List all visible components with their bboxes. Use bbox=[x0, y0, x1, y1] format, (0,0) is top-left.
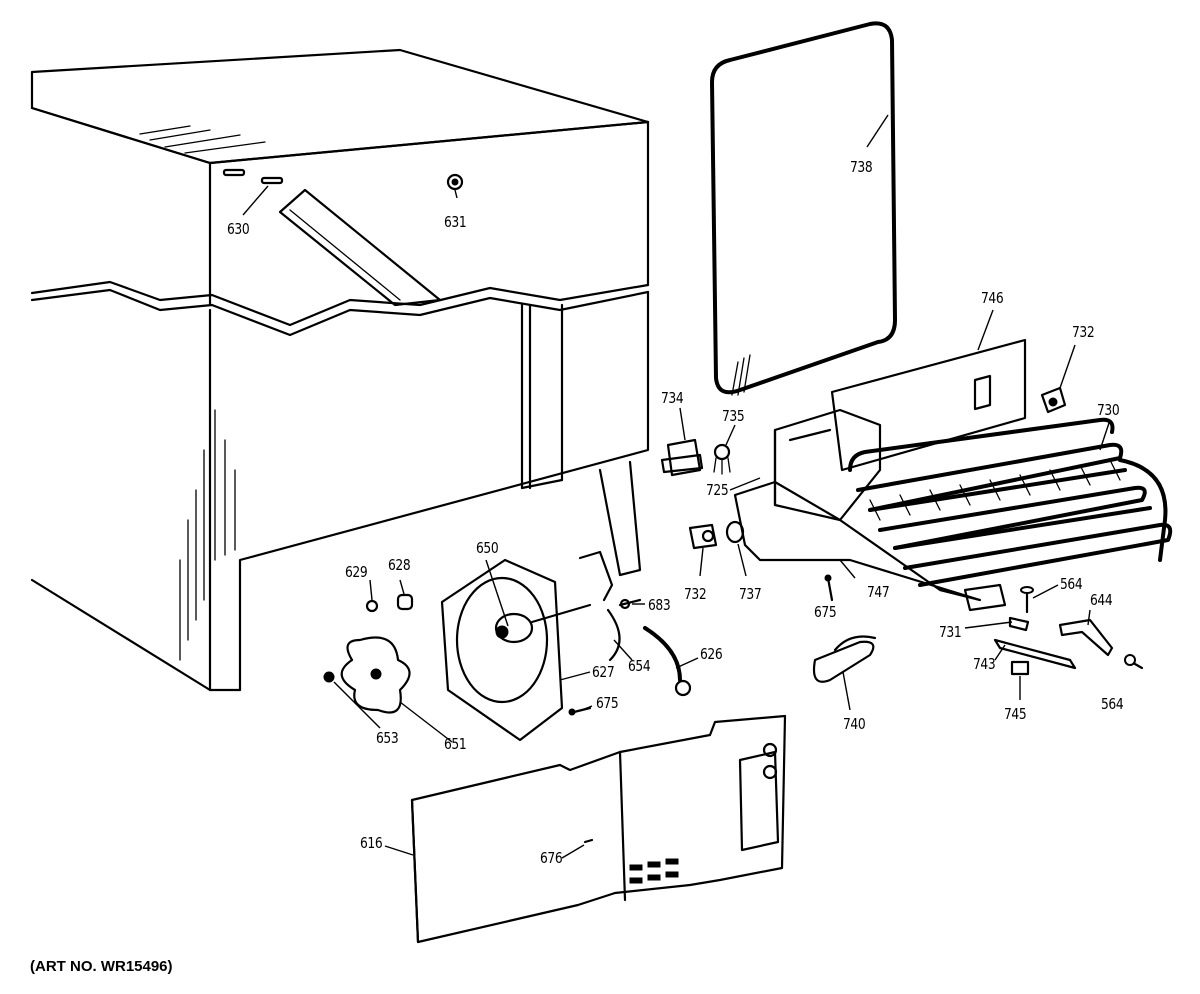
callout-732-lower: 732 bbox=[684, 585, 707, 603]
callout-737: 737 bbox=[739, 585, 762, 603]
callout-675-lower: 675 bbox=[596, 694, 619, 712]
callout-654: 654 bbox=[628, 657, 651, 675]
callout-631: 631 bbox=[444, 213, 467, 231]
callout-628: 628 bbox=[388, 556, 411, 574]
callout-629: 629 bbox=[345, 563, 368, 581]
callout-747: 747 bbox=[867, 583, 890, 601]
callout-735: 735 bbox=[722, 407, 745, 425]
callout-653: 653 bbox=[376, 729, 399, 747]
callout-683: 683 bbox=[648, 596, 671, 614]
gasket-738 bbox=[710, 21, 897, 396]
callout-746: 746 bbox=[981, 289, 1004, 307]
cabinet bbox=[30, 48, 650, 692]
callout-644: 644 bbox=[1090, 591, 1113, 609]
callout-731: 731 bbox=[939, 623, 962, 641]
callout-627: 627 bbox=[592, 663, 615, 681]
callout-738: 738 bbox=[850, 158, 873, 176]
cover-panel-616 bbox=[410, 714, 787, 944]
callout-651: 651 bbox=[444, 735, 467, 753]
small-parts bbox=[323, 386, 1144, 716]
callout-564-lower: 564 bbox=[1101, 695, 1124, 713]
callout-745: 745 bbox=[1004, 705, 1027, 723]
callout-725: 725 bbox=[706, 481, 729, 499]
leader-lines bbox=[242, 114, 1111, 859]
callout-564-upper: 564 bbox=[1060, 575, 1083, 593]
callout-743: 743 bbox=[973, 655, 996, 673]
art-number-caption: (ART NO. WR15496) bbox=[30, 958, 173, 975]
callout-732-upper: 732 bbox=[1072, 323, 1095, 341]
callout-676: 676 bbox=[540, 849, 563, 867]
callout-616: 616 bbox=[360, 834, 383, 852]
callout-734: 734 bbox=[661, 389, 684, 407]
callout-650: 650 bbox=[476, 539, 499, 557]
callout-730: 730 bbox=[1097, 401, 1120, 419]
callout-626: 626 bbox=[700, 645, 723, 663]
callout-630: 630 bbox=[227, 220, 250, 238]
callout-740: 740 bbox=[843, 715, 866, 733]
callout-675-upper: 675 bbox=[814, 603, 837, 621]
fan-assembly bbox=[340, 558, 592, 742]
evaporator-assembly bbox=[733, 338, 1173, 612]
